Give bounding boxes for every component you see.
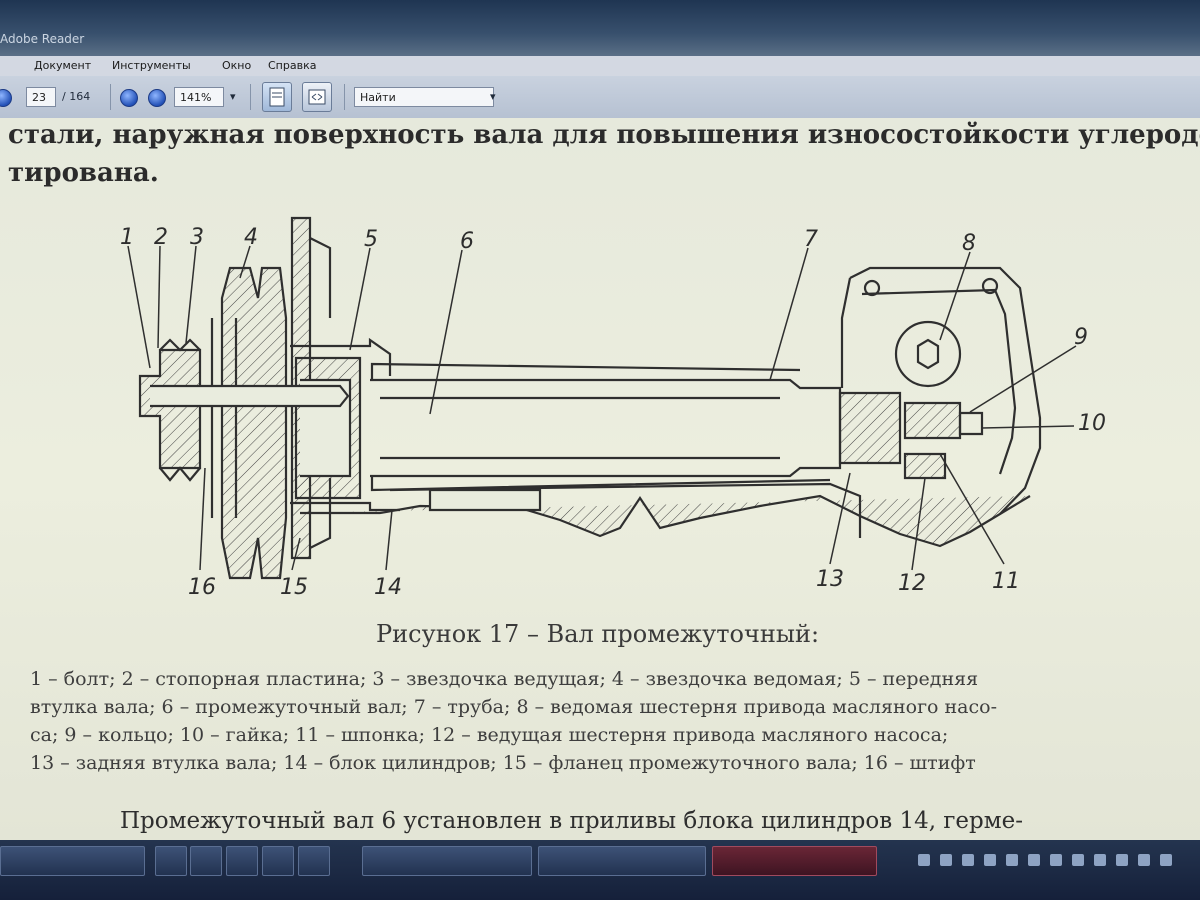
document-page: стали, наружная поверхность вала для пов… [0,118,1200,840]
menu-document[interactable]: Документ [34,59,92,72]
find-dropdown-icon[interactable]: ▾ [490,90,496,103]
fit-width-button[interactable] [302,82,332,112]
tray-icon[interactable] [1160,854,1172,866]
callout-label: 8 [962,231,976,256]
zoom-input[interactable]: 141% [174,87,224,107]
callout-label: 15 [280,575,308,600]
tray-icon[interactable] [1028,854,1040,866]
callout-label: 7 [804,227,818,252]
callout-label: 14 [374,575,402,600]
toolbar-separator [110,84,111,110]
zoom-out-icon[interactable] [120,89,138,107]
find-placeholder: Найти [360,91,396,104]
callout-label: 12 [898,571,926,596]
legend-line: 1 – болт; 2 – стопорная пластина; 3 – зв… [30,668,979,690]
toolbar: 23 / 164 141% ▾ Найти ▾ [0,76,1200,119]
menu-tools[interactable]: Инструменты [112,59,191,72]
taskbar-button-active[interactable] [712,846,877,876]
callout-label: 11 [992,569,1020,594]
tray-icon[interactable] [1050,854,1062,866]
taskbar-button[interactable] [262,846,294,876]
tray-icon[interactable] [962,854,974,866]
fit-page-button[interactable] [262,82,292,112]
callout-label: 5 [364,227,378,252]
paragraph-line: стали, наружная поверхность вала для пов… [8,120,1200,150]
taskbar-button[interactable] [0,846,145,876]
taskbar-button[interactable] [190,846,222,876]
menu-bar: Документ Инструменты Окно Справка [0,56,1200,76]
window-title: Adobe Reader [0,32,85,46]
callout-label: 6 [460,229,474,254]
find-input[interactable]: Найти [354,87,494,107]
page-total: / 164 [62,90,91,103]
legend-line: втулка вала; 6 – промежуточный вал; 7 – … [30,696,997,718]
menu-help[interactable]: Справка [268,59,317,72]
prev-page-icon[interactable] [0,89,12,107]
tray-icon[interactable] [1072,854,1084,866]
window-titlebar[interactable]: Adobe Reader [0,0,1200,56]
callout-label: 9 [1074,325,1088,350]
callout-label: 13 [816,567,844,592]
shaft-drawing: 1 2 3 4 5 6 7 8 9 10 11 12 13 14 15 16 [120,216,1106,600]
taskbar-button[interactable] [362,846,532,876]
zoom-dropdown-icon[interactable]: ▾ [230,90,236,103]
tray-icon[interactable] [940,854,952,866]
taskbar-button[interactable] [226,846,258,876]
taskbar-button[interactable] [538,846,706,876]
legend-line: са; 9 – кольцо; 10 – гайка; 11 – шпонка;… [30,724,949,746]
tray-icon[interactable] [1138,854,1150,866]
callout-label: 4 [244,225,258,250]
toolbar-separator [344,84,345,110]
tray-icon[interactable] [984,854,996,866]
tray-icon[interactable] [1006,854,1018,866]
toolbar-separator [250,84,251,110]
callout-label: 1 [120,225,134,250]
callout-label: 16 [188,575,216,600]
callout-label: 2 [154,225,168,250]
menu-window[interactable]: Окно [222,59,252,72]
callout-label: 3 [190,225,204,250]
fit-page-icon [269,87,285,107]
fit-width-icon [308,89,326,105]
taskbar-button[interactable] [155,846,187,876]
tray-icon[interactable] [1094,854,1106,866]
tray-icon[interactable] [918,854,930,866]
tray-icon[interactable] [1116,854,1128,866]
taskbar [0,840,1200,900]
paragraph-line: Промежуточный вал 6 установлен в приливы… [120,808,1024,834]
taskbar-button[interactable] [298,846,330,876]
callout-label: 10 [1078,411,1106,436]
page-number-input[interactable]: 23 [26,87,56,107]
figure-caption: Рисунок 17 – Вал промежуточный: [376,620,820,648]
zoom-in-icon[interactable] [148,89,166,107]
paragraph-line: тирована. [8,158,159,188]
legend-line: 13 – задняя втулка вала; 14 – блок цилин… [30,752,976,774]
